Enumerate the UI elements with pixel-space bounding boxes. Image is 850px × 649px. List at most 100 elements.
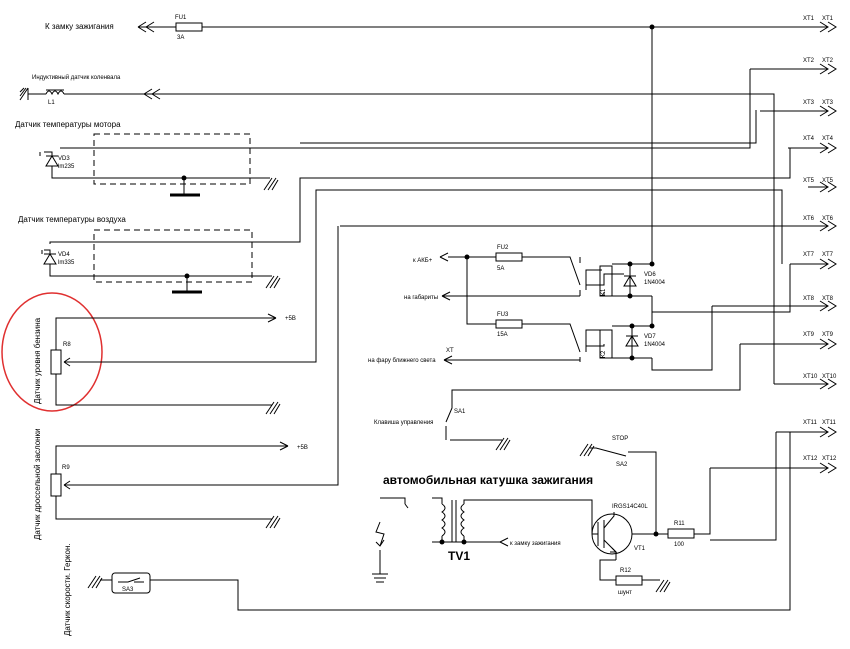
r8-label: R8 <box>63 342 71 348</box>
air-temp-sensor: Датчик температуры воздуха VD4 lm335 <box>18 148 791 294</box>
igbt-part: IRGS14C40L <box>612 504 648 510</box>
fuse-fu3 <box>495 319 523 329</box>
terminal-xt6: XT6 XT6 <box>340 216 837 232</box>
to-lowbeam-label: на фару ближнего света <box>368 358 436 364</box>
stop-label: STOP <box>612 436 628 442</box>
control-key-label: Клавиша управления <box>374 420 433 426</box>
speed-sensor: Датчик скорости. Геркон. SA3 <box>63 431 791 636</box>
vd4-part: lm335 <box>58 260 75 266</box>
coil-title: автомобильная катушка зажигания <box>383 473 593 487</box>
terminal-xt1: XT1 XT1 <box>800 16 837 33</box>
terminal-xt7-label: XT7 <box>803 252 815 258</box>
terminal-xt8-label: XT8 <box>803 296 815 302</box>
sa2-label: SA2 <box>616 462 628 468</box>
to-ignition-lock-label: к замку зажигания <box>510 541 561 547</box>
terminal-xt11: XT11 XT11 <box>776 420 837 438</box>
sa1-label: SA1 <box>454 409 466 415</box>
terminal-xt5: XT5 XT5 <box>803 178 837 193</box>
terminal-xt9-label: XT9 <box>803 332 815 338</box>
fu1-rating: 3A <box>177 35 184 41</box>
terminal-xt3-label-2: XT3 <box>822 100 834 106</box>
stop-switch: STOP SA2 <box>579 436 657 534</box>
terminal-xt2-label-2: XT2 <box>822 58 834 64</box>
terminal-xt4: XT4 XT4 <box>788 136 837 154</box>
resistor-r9 <box>50 473 62 497</box>
to-battery-label: к АКБ+ <box>413 258 433 264</box>
highlight-circle <box>1 292 103 412</box>
terminal-xt4-label-2: XT4 <box>822 136 834 142</box>
vd3-part: lm235 <box>58 164 75 170</box>
connector-terminals: XT1 XT1 XT2 XT2 XT3 XT3 XT4 XT4 XT5 XT5 … <box>340 16 837 474</box>
vd6-label: VD6 <box>644 272 656 278</box>
l1-label: L1 <box>48 100 55 106</box>
resistor-r12 <box>615 575 643 586</box>
air-temp-label: Датчик температуры воздуха <box>18 215 126 224</box>
terminal-xt3: XT3 XT3 <box>760 100 837 117</box>
terminal-xt7: XT7 XT7 <box>790 252 837 270</box>
igbt-transistor: IRGS14C40L VT1 R11 100 R12 шунт <box>591 468 711 596</box>
vd4-label: VD4 <box>58 252 70 258</box>
terminal-xt2-label: XT2 <box>803 58 815 64</box>
fuse-fu2 <box>495 252 523 262</box>
r11-value: 100 <box>674 542 685 548</box>
terminal-xt1-label-2: XT1 <box>822 16 834 22</box>
ignition-lock-line: К замку зажигания FU1 3A <box>45 15 800 264</box>
ignition-coil: автомобильная катушка зажигания к замку … <box>372 473 593 583</box>
resistor-r11 <box>667 528 695 539</box>
sa3-label: SA3 <box>122 587 134 593</box>
r12-label: R12 <box>620 568 632 574</box>
vd6-part: 1N4004 <box>644 280 666 286</box>
fu3-label: FU3 <box>497 312 509 318</box>
terminal-xt2: XT2 XT2 <box>800 58 837 75</box>
terminal-xt11-label-2: XT11 <box>822 420 837 426</box>
r9-label: R9 <box>62 465 70 471</box>
terminal-xt12-label: XT12 <box>803 456 818 462</box>
k1-label: K1 <box>601 288 607 296</box>
terminal-xt3-label: XT3 <box>803 100 815 106</box>
fu2-rating: 5A <box>497 266 504 272</box>
throttle-label: Датчик дроссельной заслонки <box>33 428 42 540</box>
fu1-label: FU1 <box>175 15 187 21</box>
engine-temp-housing <box>93 133 251 185</box>
fu3-rating: 15A <box>497 332 508 338</box>
terminal-xt9-label-2: XT9 <box>822 332 834 338</box>
terminal-xt8-label-2: XT8 <box>822 296 834 302</box>
fu2-label: FU2 <box>497 245 509 251</box>
fuse-fu1 <box>175 22 203 32</box>
speed-sensor-label: Датчик скорости. Геркон. <box>63 543 72 636</box>
r12-value: шунт <box>618 590 632 596</box>
crank-sensor: Индуктивный датчик коленвала L1 <box>19 68 800 384</box>
terminal-xt8: XT8 XT8 <box>712 296 837 312</box>
control-key: Клавиша управления SA1 <box>374 344 741 451</box>
terminal-xt10-label-2: XT10 <box>822 374 837 380</box>
vd3-label: VD3 <box>58 156 70 162</box>
xt-mid-label: XT <box>446 348 454 354</box>
terminal-xt12-label-2: XT12 <box>822 456 837 462</box>
terminal-xt4-label: XT4 <box>803 136 815 142</box>
relay-block-k1: к АКБ+ FU2 5A на габариты K1 VD6 1N4004 <box>404 245 791 313</box>
terminal-xt5-label-2: XT5 <box>822 178 834 184</box>
vd7-part: 1N4004 <box>644 342 666 348</box>
terminal-xt10: XT10 XT10 <box>774 374 837 390</box>
terminal-xt6-label-2: XT6 <box>822 216 834 222</box>
k2-label: K2 <box>601 350 607 358</box>
throttle-sensor: Датчик дроссельной заслонки R9 +5В <box>33 226 339 540</box>
air-temp-housing <box>93 229 253 283</box>
fuel-level-label: Датчик уровня бензина <box>33 317 42 404</box>
fuel-level-sensor: Датчик уровня бензина R8 +5В <box>1 189 783 415</box>
terminal-xt7-label-2: XT7 <box>822 252 834 258</box>
to-parking-label: на габариты <box>404 295 438 301</box>
terminal-xt11-label: XT11 <box>803 420 818 426</box>
terminal-xt10-label: XT10 <box>803 374 818 380</box>
terminal-xt9: XT9 XT9 <box>740 332 837 350</box>
relay-block-k2: FU3 15A XT на фару ближнего света K2 VD7… <box>368 257 713 371</box>
xt11-trace <box>710 432 777 541</box>
vt1-label: VT1 <box>634 546 646 552</box>
r11-label: R11 <box>674 521 685 527</box>
terminal-xt1-label: XT1 <box>803 16 815 22</box>
engine-temp-sensor: Датчик температуры мотора VD3 lm235 <box>15 110 757 197</box>
r8-supply: +5В <box>285 316 296 322</box>
reed-switch-sa3 <box>111 572 151 594</box>
vd7-label: VD7 <box>644 334 656 340</box>
r9-supply: +5В <box>297 445 308 451</box>
